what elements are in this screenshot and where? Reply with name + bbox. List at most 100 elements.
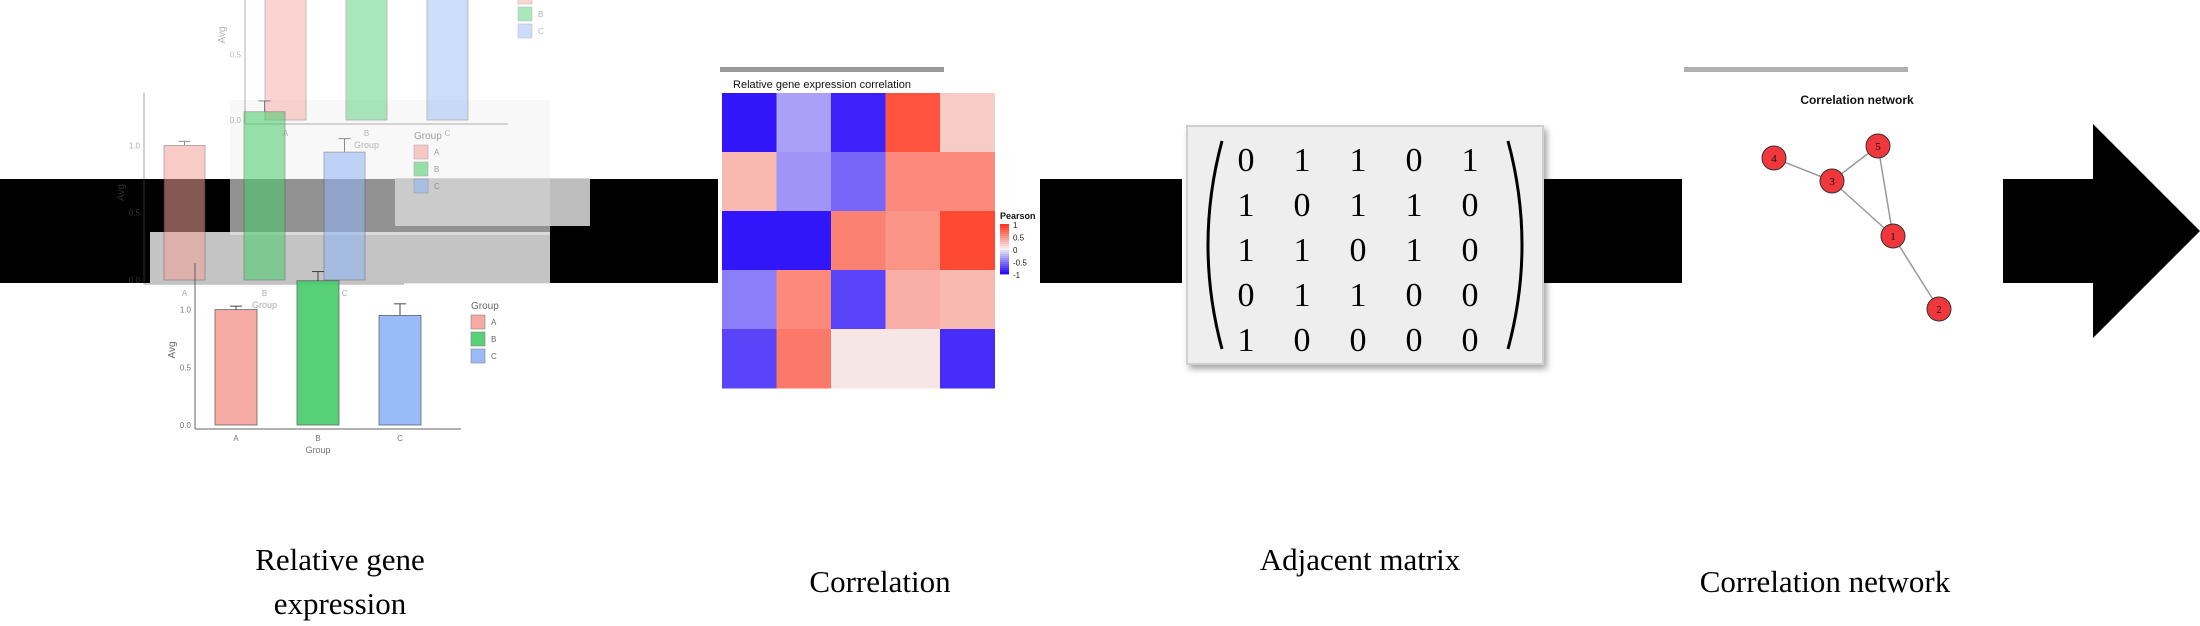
bar-legend-title: Group — [471, 301, 499, 312]
matrix-cell: 0 — [1294, 322, 1311, 359]
matrix-cell: 1 — [1238, 232, 1255, 269]
matrix-cell: 1 — [1238, 322, 1255, 359]
heatmap-cell — [940, 93, 995, 153]
caption-expression: Relative gene expression — [255, 542, 425, 621]
heatmap-cell — [885, 270, 941, 330]
matrix-cell: 0 — [1238, 142, 1255, 179]
heatmap-legend-tick: 0.5 — [1013, 234, 1025, 243]
heatmap-cell — [722, 211, 777, 271]
bar-legend-swatch-A — [517, 0, 533, 5]
matrix-cell: 1 — [1406, 187, 1423, 224]
heatmap-title: Relative gene expression correlation — [733, 79, 911, 91]
heatmap-legend-step — [1000, 240, 1009, 243]
bar-legend-label: C — [434, 182, 440, 191]
caption-correlation: Correlation — [809, 564, 951, 599]
network-node-2 — [1926, 296, 1952, 322]
bar-legend-title: Group — [414, 131, 442, 142]
arrow-head — [2093, 124, 2200, 338]
matrix-cell: 0 — [1406, 322, 1423, 359]
bar-x-tick-label: A — [182, 289, 188, 298]
matrix-cell: 1 — [1350, 142, 1367, 179]
bar-x-tick-label: B — [262, 289, 267, 298]
bar-legend-swatch-A — [413, 144, 429, 160]
matrix-cell: 1 — [1294, 277, 1311, 314]
matrix-cell: 0 — [1406, 277, 1423, 314]
heatmap-cell — [885, 152, 941, 212]
heatmap-cell — [885, 329, 941, 389]
heatmap-legend-step — [1000, 232, 1009, 235]
heatmap-cell — [776, 211, 832, 271]
heatmap-cell — [885, 93, 941, 153]
bar-x-label: Group — [252, 300, 277, 310]
bar-x-tick-label: A — [233, 434, 239, 443]
heatmap-legend-step — [1000, 266, 1009, 269]
network-node-label: 5 — [1875, 141, 1881, 153]
heatmap-cell — [940, 329, 995, 389]
network-edge — [1831, 180, 1894, 237]
bar-B — [296, 280, 340, 426]
heatmap-legend-step — [1000, 242, 1009, 245]
bar-y-tick-label: 1.0 — [180, 306, 192, 315]
bar-x-label: Group — [305, 445, 330, 455]
heatmap-cell — [831, 93, 886, 153]
arrow-segment-3 — [1542, 179, 1682, 283]
heatmap-legend-step — [1000, 226, 1009, 229]
heatmap-panel: Relative gene expression correlation Pea… — [720, 67, 1036, 389]
bar-legend-swatch-C — [470, 348, 486, 364]
bar-y-label: Avg — [116, 184, 127, 201]
bar-y-tick-label: 0.0 — [230, 116, 242, 125]
bar-y-label: Avg — [167, 341, 178, 358]
network-node-4 — [1761, 145, 1787, 171]
bar-legend-label: B — [434, 165, 439, 174]
matrix-left-paren — [1206, 140, 1224, 350]
matrix-cell: 0 — [1350, 322, 1367, 359]
heatmap-cell — [831, 329, 886, 389]
heatmap-legend-step — [1000, 224, 1009, 227]
heatmap-legend-step — [1000, 272, 1009, 275]
network-title: Correlation network — [1800, 93, 1914, 107]
heatmap-legend-step — [1000, 258, 1009, 261]
heatmap-legend-step — [1000, 262, 1009, 265]
heatmap-legend-step — [1000, 252, 1009, 255]
network-top-bar — [1684, 67, 1908, 72]
matrix-cell: 1 — [1350, 187, 1367, 224]
bar-A — [214, 309, 258, 426]
heatmap-legend-step — [1000, 234, 1009, 237]
heatmap-cell — [722, 152, 777, 212]
matrix-cell: 0 — [1462, 187, 1479, 224]
heatmap-legend-tick: -1 — [1013, 271, 1021, 280]
heatmap-cell — [831, 211, 886, 271]
bar-legend-label: C — [491, 352, 497, 361]
bar-x-tick-label: C — [342, 289, 348, 298]
bar-x-tick-label: A — [283, 129, 289, 138]
bar-x-tick-label: C — [397, 434, 403, 443]
heatmap-cells — [722, 93, 995, 389]
heatmap-legend-step — [1000, 260, 1009, 263]
heatmap-cell — [885, 211, 941, 271]
network-node-label: 4 — [1771, 153, 1777, 165]
bar-legend-label: A — [434, 148, 440, 157]
heatmap-legend-step — [1000, 238, 1009, 241]
matrix-cell: 1 — [1406, 232, 1423, 269]
heatmap-cell — [940, 211, 995, 271]
bar-C — [426, 0, 469, 121]
bar-legend-swatch-B — [517, 6, 533, 22]
network-edge — [1877, 145, 1894, 237]
bar-A — [163, 144, 206, 281]
matrix-cell: 0 — [1462, 322, 1479, 359]
bar-legend-swatch-C — [413, 178, 429, 194]
matrix-cell: 0 — [1406, 142, 1423, 179]
heatmap-legend-tick: -0.5 — [1013, 259, 1027, 268]
heatmap-cell — [940, 270, 995, 330]
bar-x-tick-label: C — [445, 129, 451, 138]
heatmap-cell — [722, 93, 777, 153]
matrix-right-paren — [1506, 140, 1524, 350]
bar-y-tick-label: 0.5 — [180, 363, 192, 372]
